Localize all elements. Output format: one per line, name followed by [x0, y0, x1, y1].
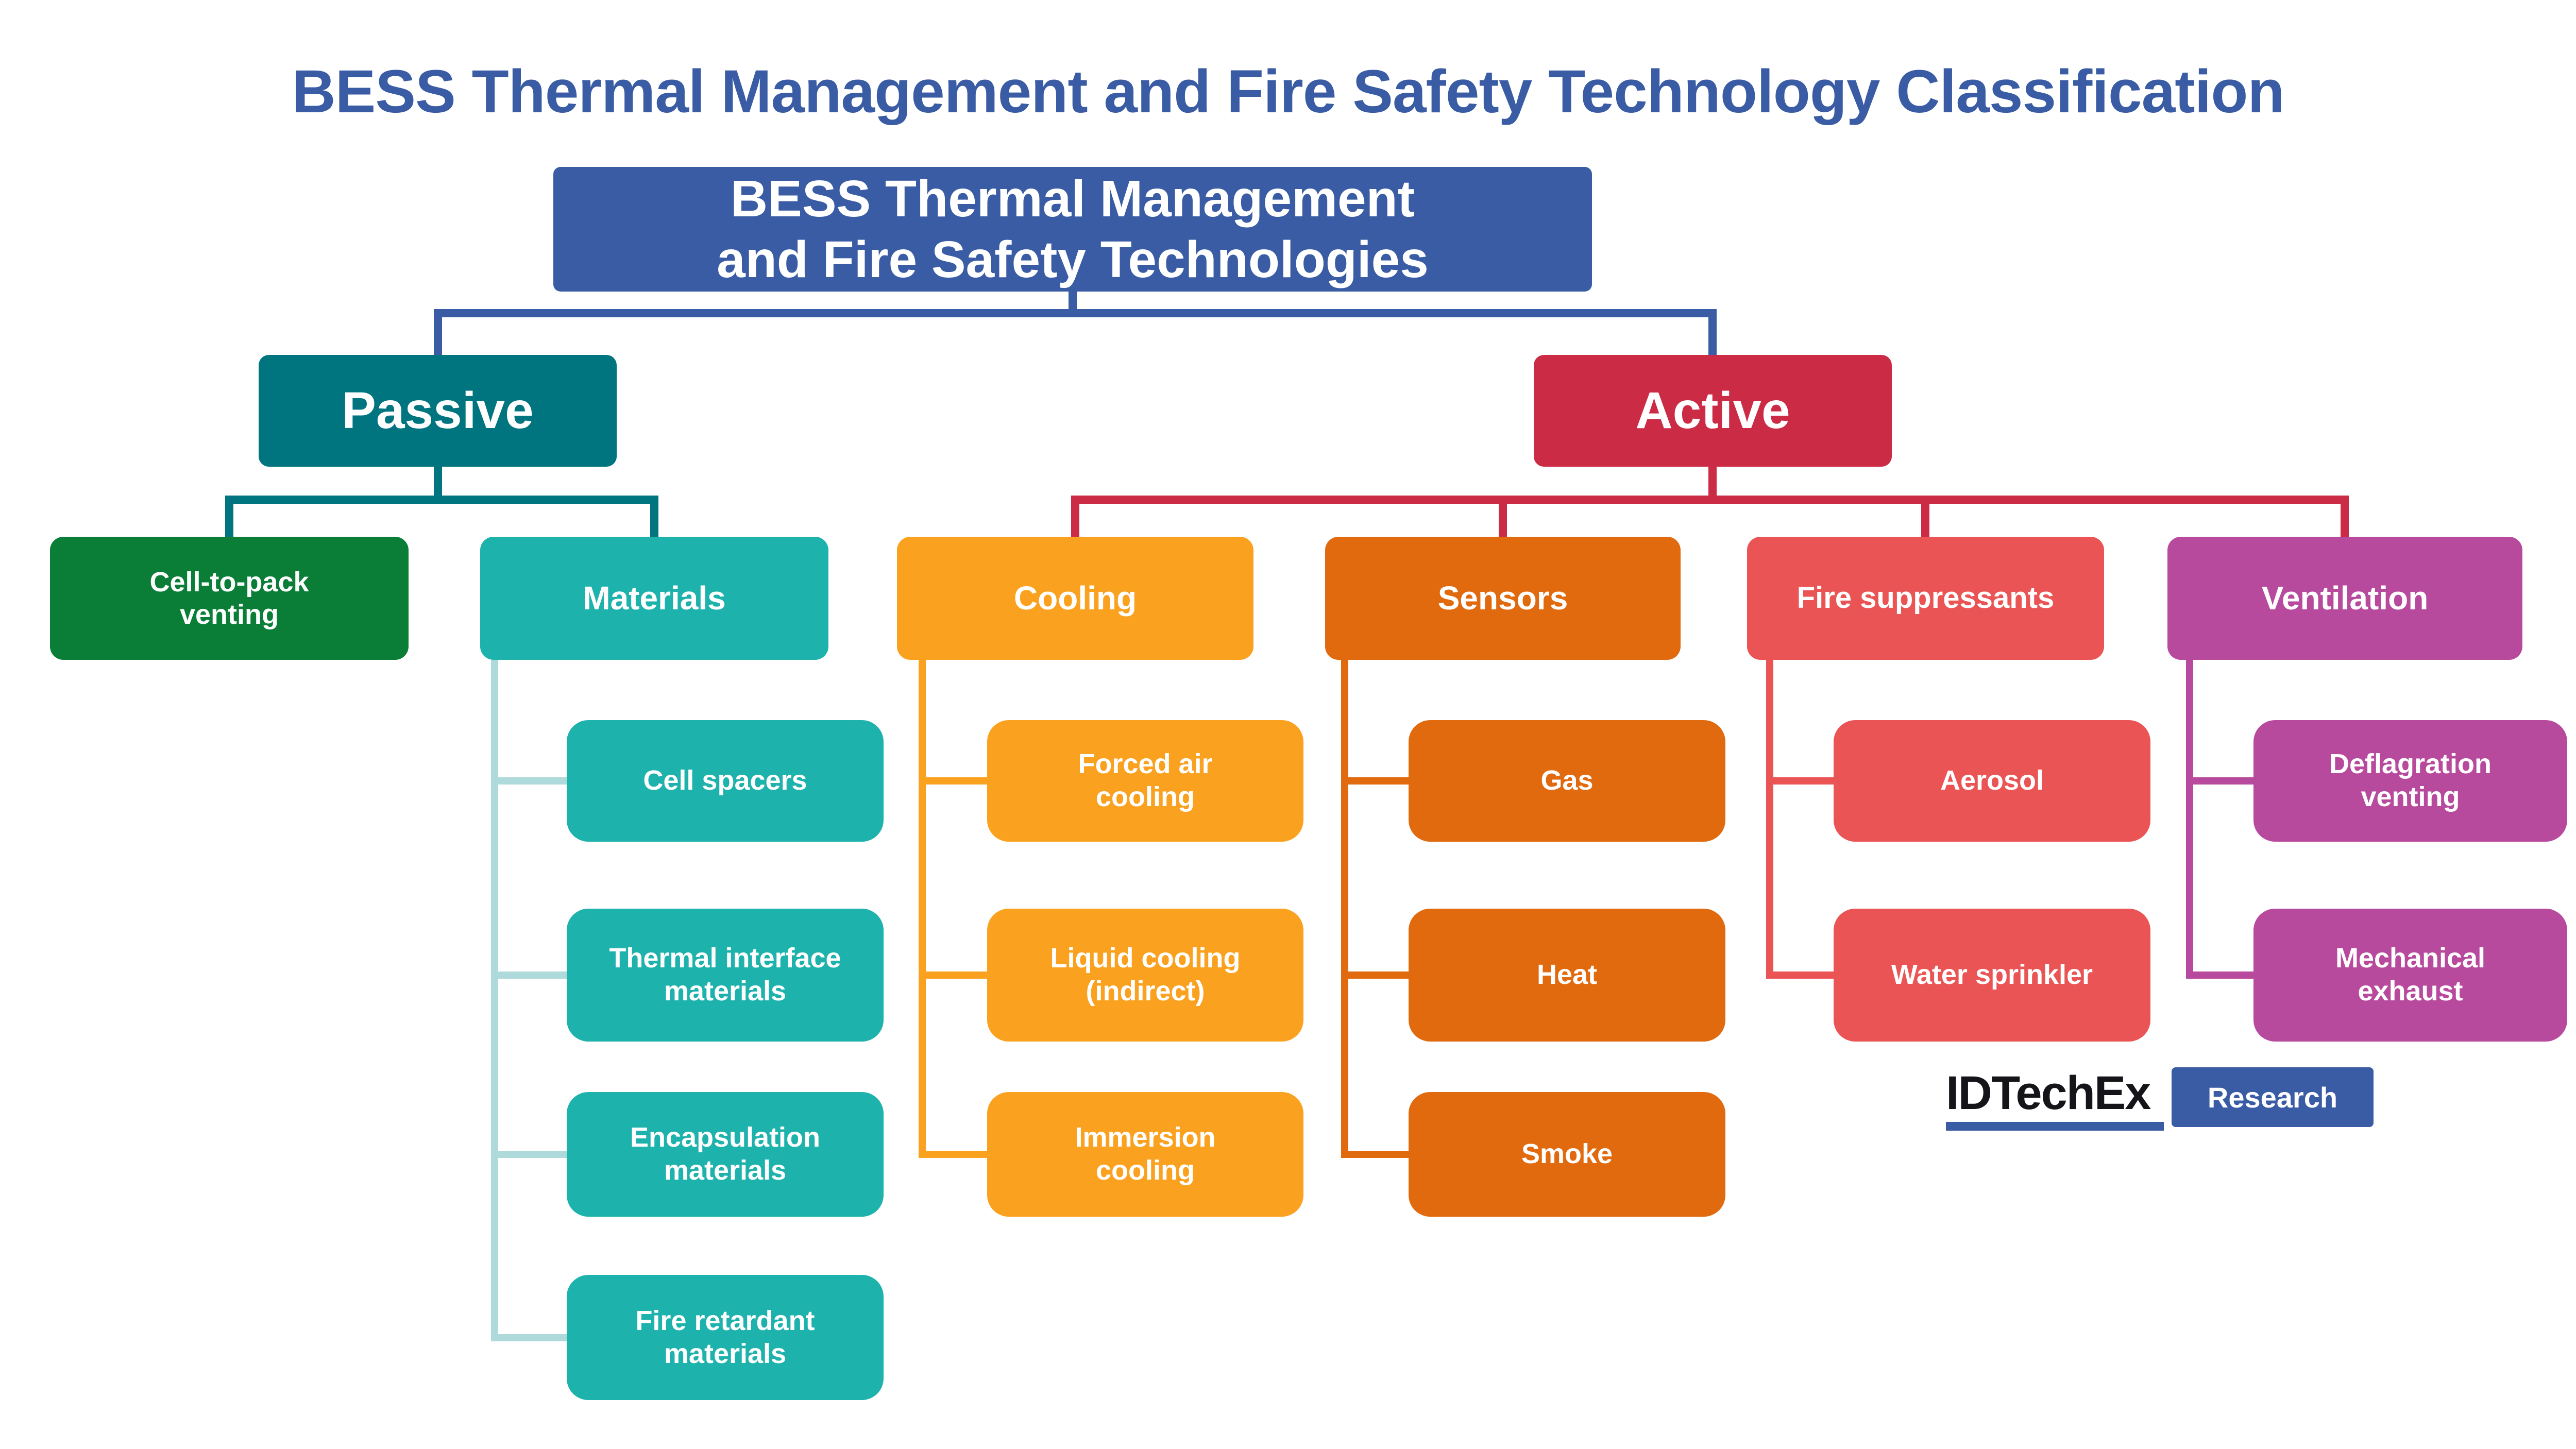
node-active: Active — [1534, 355, 1892, 467]
connector-stub-cooling — [1071, 496, 1079, 537]
connector-sensors-stub-2 — [1341, 971, 1409, 979]
node-sensors: Sensors — [1325, 537, 1681, 660]
node-heat-sensor: Heat — [1409, 909, 1725, 1042]
connector-cooling-stub-2 — [919, 971, 987, 979]
node-cooling-label: Cooling — [1013, 579, 1137, 617]
node-forced-air-cooling-label: Forced air cooling — [1078, 748, 1213, 812]
node-forced-air-cooling: Forced air cooling — [987, 720, 1303, 842]
node-mechanical-exhaust: Mechanical exhaust — [2253, 909, 2567, 1042]
node-aerosol: Aerosol — [1834, 720, 2150, 842]
node-root-line2: and Fire Safety Technologies — [717, 231, 1429, 288]
connector-materials-stub-2 — [491, 971, 567, 979]
connector-stub-suppressants — [1921, 496, 1929, 537]
node-smoke-sensor-label: Smoke — [1521, 1138, 1613, 1170]
node-thermal-interface-materials: Thermal interface materials — [567, 909, 884, 1042]
node-fire-suppressants: Fire suppressants — [1747, 537, 2104, 660]
connector-root-horizontal — [434, 309, 1717, 317]
node-heat-sensor-label: Heat — [1536, 959, 1598, 991]
connector-materials-stub-4 — [491, 1334, 567, 1341]
diagram-title: BESS Thermal Management and Fire Safety … — [292, 58, 2284, 126]
connector-cooling-stub-3 — [919, 1151, 987, 1158]
node-immersion-cooling-label: Immersion cooling — [1075, 1122, 1216, 1186]
node-materials: Materials — [480, 537, 828, 660]
connector-suppressants-stub-1 — [1766, 777, 1834, 785]
connector-sensors-trunk — [1341, 660, 1348, 1158]
connector-stub-sensors — [1499, 496, 1507, 537]
connector-sensors-stub-1 — [1341, 777, 1409, 785]
connector-materials-trunk — [491, 660, 498, 1341]
connector-materials-stub-3 — [491, 1151, 567, 1158]
connector-stub-ventilation — [2341, 496, 2349, 537]
connector-sensors-stub-3 — [1341, 1151, 1409, 1158]
node-water-sprinkler: Water sprinkler — [1834, 909, 2150, 1042]
node-liquid-cooling-indirect-label: Liquid cooling (indirect) — [1050, 943, 1241, 1007]
node-root-line1: BESS Thermal Management — [730, 170, 1415, 228]
node-fire-suppressants-label: Fire suppressants — [1797, 581, 2055, 615]
connector-stub-venting — [225, 496, 233, 537]
connector-stub-active — [1708, 309, 1717, 355]
connector-cooling-trunk — [919, 660, 926, 1158]
node-ventilation: Ventilation — [2167, 537, 2522, 660]
connector-suppressants-trunk — [1766, 660, 1773, 979]
connector-ventilation-stub-1 — [2186, 777, 2253, 785]
node-water-sprinkler-label: Water sprinkler — [1891, 959, 2093, 991]
node-fire-retardant-materials: Fire retardant materials — [567, 1275, 884, 1400]
connector-active-vertical — [1708, 467, 1717, 503]
node-sensors-label: Sensors — [1437, 579, 1568, 617]
node-root: BESS Thermal Management and Fire Safety … — [553, 167, 1592, 292]
node-cell-spacers-label: Cell spacers — [643, 765, 807, 796]
connector-passive-horizontal — [225, 496, 658, 504]
node-encapsulation-materials-label: Encapsulation materials — [630, 1122, 821, 1186]
connector-passive-vertical — [434, 467, 442, 503]
idtechex-wordmark: IDTechEx — [1946, 1067, 2151, 1119]
connector-cooling-stub-1 — [919, 777, 987, 785]
node-deflagration-venting: Deflagration venting — [2253, 720, 2567, 842]
node-passive-label: Passive — [342, 382, 534, 439]
node-mechanical-exhaust-label: Mechanical exhaust — [2335, 943, 2486, 1007]
connector-stub-materials — [650, 496, 658, 537]
connector-materials-stub-1 — [491, 777, 567, 785]
node-ventilation-label: Ventilation — [2261, 579, 2429, 617]
connector-active-horizontal — [1071, 496, 2349, 504]
connector-ventilation-trunk — [2186, 660, 2193, 979]
node-gas-sensor: Gas — [1409, 720, 1725, 842]
node-encapsulation-materials: Encapsulation materials — [567, 1092, 884, 1217]
connector-suppressants-stub-2 — [1766, 971, 1834, 979]
node-materials-label: Materials — [583, 579, 726, 617]
idtechex-tagline: Research — [2207, 1081, 2338, 1114]
node-thermal-interface-materials-label: Thermal interface materials — [609, 943, 841, 1007]
node-cell-to-pack-venting-label: Cell-to-pack venting — [149, 567, 309, 630]
node-passive: Passive — [259, 355, 617, 467]
node-cell-to-pack-venting: Cell-to-pack venting — [50, 537, 409, 660]
node-fire-retardant-materials-label: Fire retardant materials — [635, 1305, 815, 1369]
node-smoke-sensor: Smoke — [1409, 1092, 1725, 1217]
idtechex-underline — [1946, 1122, 2164, 1131]
idtechex-tagline-box: Research — [2172, 1067, 2374, 1127]
connector-ventilation-stub-2 — [2186, 971, 2253, 979]
node-cell-spacers: Cell spacers — [567, 720, 884, 842]
node-immersion-cooling: Immersion cooling — [987, 1092, 1303, 1217]
connector-stub-passive — [434, 309, 442, 355]
node-liquid-cooling-indirect: Liquid cooling (indirect) — [987, 909, 1303, 1042]
node-active-label: Active — [1635, 382, 1790, 439]
node-gas-sensor-label: Gas — [1540, 765, 1594, 796]
node-cooling: Cooling — [897, 537, 1253, 660]
node-aerosol-label: Aerosol — [1940, 765, 2044, 796]
node-deflagration-venting-label: Deflagration venting — [2329, 748, 2492, 812]
